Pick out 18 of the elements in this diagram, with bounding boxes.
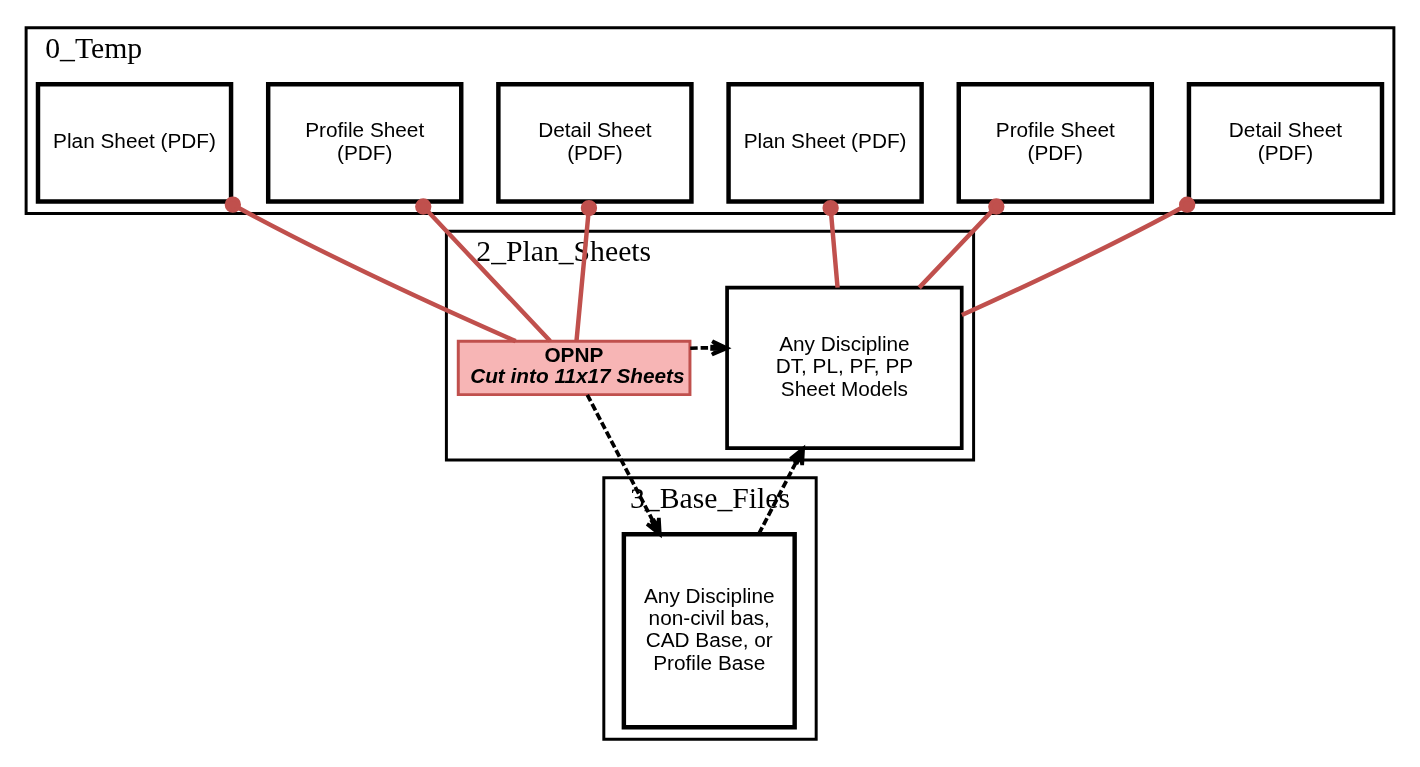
arrow xyxy=(757,446,805,535)
arrow xyxy=(585,393,662,537)
connector xyxy=(224,196,517,344)
node-box: OPNP Cut into 11x17 Sheets xyxy=(456,339,692,397)
arrow xyxy=(690,339,729,357)
node-box: Plan Sheet (PDF) xyxy=(726,82,924,204)
connector xyxy=(917,198,1005,290)
node-box: Any Discipline DT, PL, PF, PP Sheet Models xyxy=(725,285,964,450)
connector xyxy=(961,196,1196,318)
node-box: Profile Sheet (PDF) xyxy=(265,82,464,204)
node-box: Profile Sheet (PDF) xyxy=(956,82,1155,204)
node-box: Any Discipline non-civil bas, CAD Base, or Profile Base xyxy=(621,532,797,730)
connector xyxy=(415,198,552,343)
connector xyxy=(574,199,598,342)
node-box: Detail Sheet (PDF) xyxy=(1186,82,1385,204)
node-box: Plan Sheet (PDF) xyxy=(35,82,234,204)
node-box: Detail Sheet (PDF) xyxy=(496,82,694,204)
connector xyxy=(822,199,840,288)
